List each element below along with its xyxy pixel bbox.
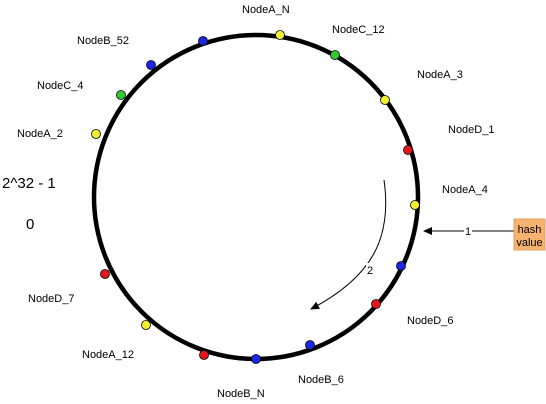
node-layer: NodeA_NNodeC_12NodeA_3NodeD_1NodeA_4Node… [17,4,494,400]
node-a-3-dot [380,95,390,105]
node-b-6-dot [305,340,315,350]
node-a-4-dot [410,200,420,210]
node-b-n-dot [251,354,261,364]
node-d-1-label: NodeD_1 [448,124,494,136]
arrow-1-label-bg [464,224,472,238]
hash-value-box-line1: hash [518,224,542,236]
node-b-52-dot [146,60,156,70]
node-c-4-dot [116,90,126,100]
hash-value-box [513,218,546,251]
node-a-3-label: NodeA_3 [417,69,463,81]
node-d-1-dot [403,145,413,155]
node-a-n-dot [275,30,285,40]
node-d-7-label: NodeD_7 [28,293,74,305]
node-b-top-dot [198,36,208,46]
arrow-2-label-bg [366,263,375,277]
hash-ring [91,32,421,362]
node-a-4-label: NodeA_4 [442,184,488,196]
node-b-6-label: NodeB_6 [298,374,344,386]
arrow-2-label: 2 [367,265,373,277]
node-red-bottom-dot [199,350,209,360]
node-c-12-dot [330,50,340,60]
arrow-2-curve [310,179,387,310]
hash-value-box-line2: value [516,237,542,249]
node-d-6-dot [371,299,381,309]
node-b-52-label: NodeB_52 [77,35,129,47]
node-b-n-label: NodeB_N [217,388,265,400]
node-d-7-dot [100,269,110,279]
range-min-label: 0 [26,216,34,233]
node-a-2-label: NodeA_2 [17,128,63,140]
node-d-6-label: NodeD_6 [407,315,453,327]
node-a-n-label: NodeA_N [242,4,290,16]
node-a-12-dot [141,320,151,330]
range-max-label: 2^32 - 1 [2,175,56,192]
node-a-12-label: NodeA_12 [82,349,134,361]
node-b-blue-1-dot [396,261,406,271]
node-a-2-dot [91,129,101,139]
node-c-4-label: NodeC_4 [37,80,83,92]
node-c-12-label: NodeC_12 [332,24,385,36]
arrow-1-label: 1 [465,226,471,238]
